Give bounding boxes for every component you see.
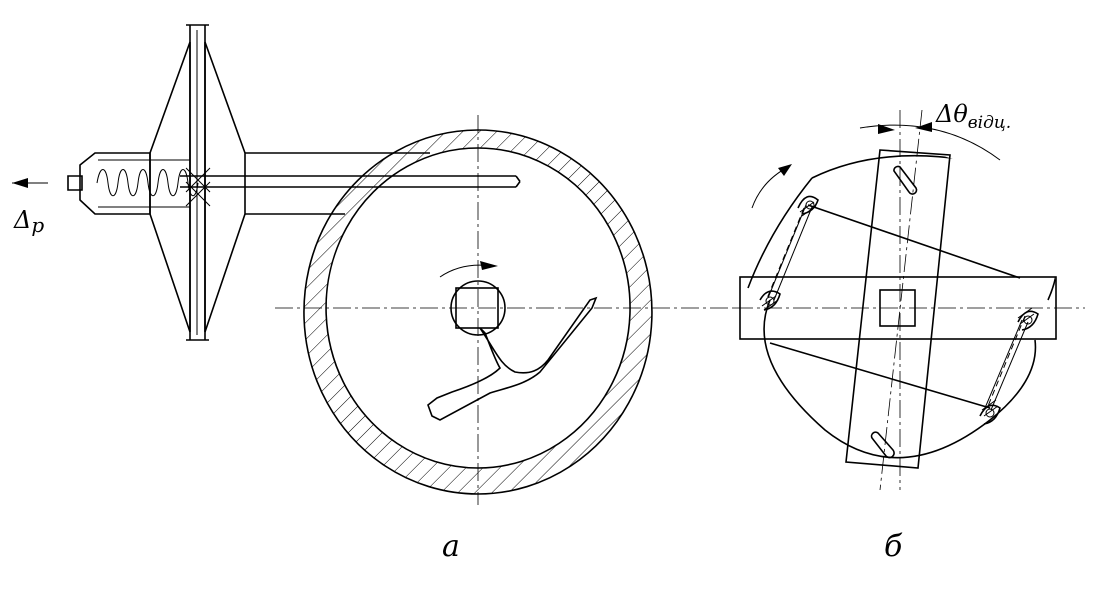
figure-b: Δθвідц. б [735,100,1085,564]
label-delta-theta: Δθвідц. [935,100,1011,133]
drum-wall [303,129,653,495]
label-delta-p: Δр [13,206,44,237]
pivot-left [759,290,781,311]
label-delta-p-symbol: Δ [13,206,31,234]
label-view-a: а [442,529,460,564]
pivot-upper-left [797,195,819,217]
rotation-arrow-b [751,164,792,209]
spring-strut-right [984,315,1029,411]
displacement-arrow [12,178,48,188]
hub [450,280,506,336]
slot-top [893,165,918,195]
diaphragm-fasteners [185,167,211,207]
slot-bottom [870,431,895,459]
label-delta-p-subscript: р [31,213,44,237]
link-upper [807,204,1021,279]
figure-a: Δр а [12,24,735,564]
pivot-right [1017,307,1039,331]
push-rod [180,175,521,188]
link-lower [769,342,991,409]
scraper-arm [427,296,598,421]
spring-strut-left [765,204,813,302]
label-delta-theta-symbol: Δθ [935,100,968,128]
tube [245,152,430,215]
axis-inclined-b [879,109,923,491]
inclined-plate [845,149,951,469]
spring [96,169,199,197]
label-delta-theta-subscript: відц. [968,113,1011,133]
horizontal-bar [739,276,1057,340]
rotation-arrow-a [439,261,498,278]
angle-dimension [859,122,1001,161]
spring-cap [67,152,190,215]
diaphragm-housing [149,24,246,341]
pivot-lower-right [979,399,1001,425]
hub-square-b [879,289,916,327]
drum-outline-b [747,154,1058,459]
label-view-b: б [884,529,903,564]
